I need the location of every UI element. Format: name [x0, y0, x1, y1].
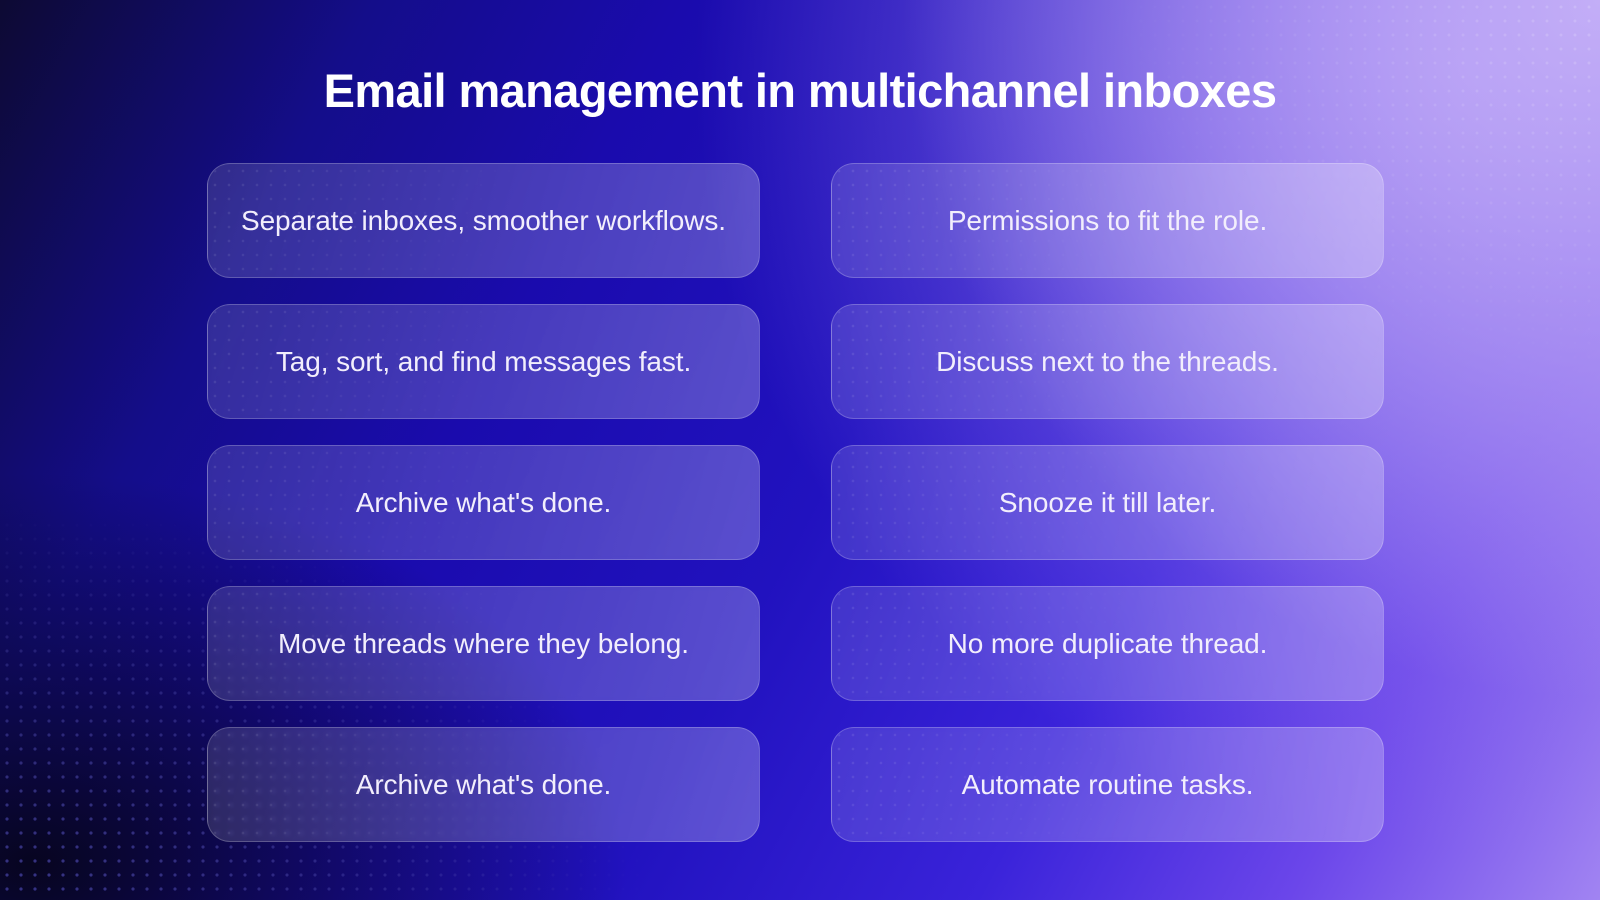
feature-card-label: Discuss next to the threads. [936, 346, 1279, 377]
feature-card-label: Snooze it till later. [998, 487, 1217, 518]
feature-card-label: Archive what's done. [355, 769, 612, 800]
feature-card-label: Tag, sort, and find messages fast. [275, 346, 692, 377]
feature-card-permissions-role[interactable]: Permissions to fit the role. [831, 163, 1384, 278]
feature-card-label: Permissions to fit the role. [947, 205, 1268, 236]
feature-card-grid: Separate inboxes, smoother workflows. Pe… [207, 163, 1394, 842]
feature-card-automate-tasks[interactable]: Automate routine tasks. [831, 727, 1384, 842]
feature-card-label: Move threads where they belong. [278, 628, 689, 659]
feature-card-snooze-later[interactable]: Snooze it till later. [831, 445, 1384, 560]
feature-card-label: No more duplicate thread. [947, 628, 1268, 659]
feature-card-label: Automate routine tasks. [961, 769, 1254, 800]
feature-card-label: Separate inboxes, smoother workflows. [241, 205, 726, 236]
feature-card-move-threads[interactable]: Move threads where they belong. [207, 586, 760, 701]
page-title: Email management in multichannel inboxes [323, 64, 1277, 117]
feature-card-tag-sort-find[interactable]: Tag, sort, and find messages fast. [207, 304, 760, 419]
feature-card-label: Archive what's done. [355, 487, 612, 518]
feature-card-separate-inboxes[interactable]: Separate inboxes, smoother workflows. [207, 163, 760, 278]
feature-card-archive-done-1[interactable]: Archive what's done. [207, 445, 760, 560]
feature-card-no-duplicate-thread[interactable]: No more duplicate thread. [831, 586, 1384, 701]
feature-card-archive-done-2[interactable]: Archive what's done. [207, 727, 760, 842]
feature-card-discuss-threads[interactable]: Discuss next to the threads. [831, 304, 1384, 419]
